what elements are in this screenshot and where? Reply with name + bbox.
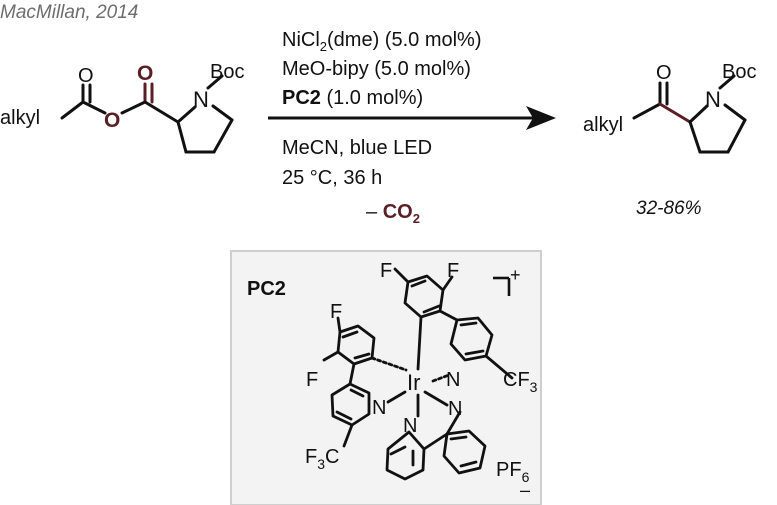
complex-charge: +: [510, 265, 521, 285]
condition-nicl2: NiCl2(dme) (5.0 mol%): [282, 29, 482, 54]
n-label-right: N: [448, 398, 462, 420]
n-label-top: N: [446, 369, 460, 391]
substrate-carbonyl-o-2: O: [137, 62, 153, 85]
condition-solvent-light: MeCN, blue LED: [282, 137, 432, 159]
substrate-ring-n: N: [193, 87, 209, 112]
counterion-charge: –: [520, 480, 530, 500]
f-label-left-bottom: F: [306, 369, 318, 391]
byproduct-co2: – CO2: [366, 201, 420, 226]
cf3-left-label: F3C: [305, 446, 339, 472]
substrate-carbonyl-o-1: O: [78, 65, 94, 87]
cf3-right-label: CF3: [503, 369, 538, 395]
product-ring-n: N: [705, 87, 721, 112]
counterion-label: PF6: [496, 459, 530, 485]
substrate-bridge-o: O: [104, 109, 120, 132]
f-label-top-right: F: [447, 260, 459, 282]
substrate-alkyl-label: alkyl: [0, 107, 40, 129]
product-carbonyl-o: O: [656, 62, 672, 84]
n-label-left: N: [372, 397, 386, 419]
catalyst-box-label: PC2: [247, 278, 286, 300]
condition-pc2: PC2 (1.0 mol%): [282, 87, 423, 109]
f-label-left-top: F: [330, 301, 342, 323]
substrate-structure: [60, 74, 234, 154]
product-alkyl-label: alkyl: [583, 114, 623, 136]
citation-label: MacMillan, 2014: [0, 2, 138, 23]
substrate-boc-label: Boc: [210, 61, 244, 83]
iridium-complex: [322, 267, 514, 481]
iridium-label: Ir: [407, 370, 420, 395]
n-label-bottom: N: [403, 415, 417, 437]
f-label-top-left: F: [380, 260, 392, 282]
condition-meo-bipy: MeO-bipy (5.0 mol%): [282, 58, 471, 80]
condition-temp-time: 25 °C, 36 h: [282, 167, 382, 189]
product-structure: [632, 74, 747, 154]
charge-bracket: [493, 276, 511, 296]
product-yield: 32-86%: [636, 198, 702, 219]
product-boc-label: Boc: [722, 61, 756, 83]
reaction-arrow: [268, 106, 556, 130]
